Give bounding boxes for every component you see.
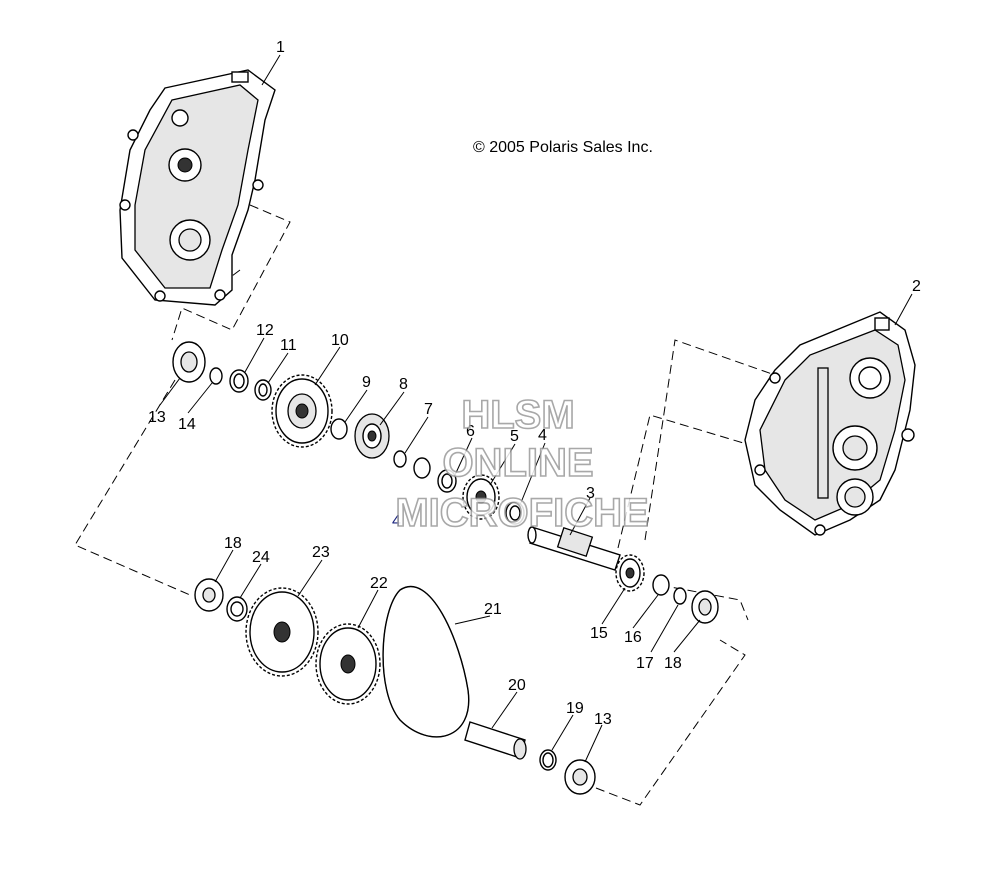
- watermark: HLSM ONLINE MICROFICHE: [395, 392, 650, 536]
- watermark-line-1: HLSM: [461, 393, 574, 437]
- callout-6: 6: [466, 423, 475, 440]
- callout-14: 14: [178, 416, 196, 433]
- bushing-6[interactable]: [437, 469, 457, 493]
- washer-24[interactable]: [226, 596, 248, 622]
- callout-3: 3: [586, 485, 595, 502]
- bearing-13-upper[interactable]: [172, 341, 206, 383]
- callout-22: 22: [370, 575, 388, 592]
- snap-ring-7[interactable]: [393, 450, 407, 468]
- callout-12: 12: [256, 322, 274, 339]
- gear-10[interactable]: [271, 374, 333, 448]
- callout-7: 7: [424, 401, 433, 418]
- callout-2: 2: [912, 278, 921, 295]
- callout-9: 9: [362, 374, 371, 391]
- callout-11: 11: [280, 337, 297, 354]
- callout-4-left: 4: [392, 513, 401, 530]
- gear-15[interactable]: [615, 554, 645, 592]
- washer-11[interactable]: [254, 379, 272, 401]
- callout-16: 16: [624, 629, 642, 646]
- leader-lines: [159, 54, 913, 763]
- sprocket-22[interactable]: [315, 623, 381, 705]
- copyright-notice: © 2005 Polaris Sales Inc.: [473, 139, 653, 156]
- callout-17: 17: [636, 655, 654, 672]
- callout-23: 23: [312, 544, 330, 561]
- sprocket-23[interactable]: [245, 587, 319, 677]
- shaft-3[interactable]: [527, 526, 621, 571]
- callout-4-right: 4: [538, 427, 547, 444]
- callout-20: 20: [508, 677, 526, 694]
- washer-9[interactable]: [330, 418, 348, 440]
- bearing-13-lower[interactable]: [564, 759, 596, 795]
- callout-10: 10: [331, 332, 349, 349]
- callout-15: 15: [590, 625, 608, 642]
- gearcase-cover-right[interactable]: [744, 311, 916, 536]
- watermark-line-3: MICROFICHE: [395, 491, 648, 535]
- shaft-20[interactable]: [464, 721, 527, 760]
- chain-21[interactable]: [382, 586, 470, 738]
- snap-ring-14[interactable]: [209, 367, 223, 385]
- watermark-line-2: ONLINE: [442, 441, 593, 485]
- gearcase-cover-left[interactable]: [119, 69, 276, 306]
- callout-13-lower: 13: [594, 711, 612, 728]
- callout-13-upper: 13: [148, 409, 166, 426]
- snap-ring-17[interactable]: [673, 587, 687, 605]
- callout-18-right: 18: [664, 655, 682, 672]
- gear-5[interactable]: [462, 474, 500, 520]
- assembly-guide-lines: [74, 204, 776, 806]
- washer-4-left[interactable]: [413, 457, 431, 479]
- washer-4-right[interactable]: [505, 501, 525, 525]
- callout-24: 24: [252, 549, 270, 566]
- washer-16[interactable]: [652, 574, 670, 596]
- bearing-18-left[interactable]: [194, 578, 224, 612]
- hub-8[interactable]: [354, 413, 390, 459]
- callout-1: 1: [276, 39, 285, 56]
- callout-8: 8: [399, 376, 408, 393]
- callout-19: 19: [566, 700, 584, 717]
- bearing-18-right[interactable]: [691, 590, 719, 624]
- washer-12[interactable]: [229, 369, 249, 393]
- callout-5: 5: [510, 428, 519, 445]
- callout-labels: 1 2 3 4 4 5 6 7 8 9 10 11 12 13 13 14 15…: [148, 39, 921, 728]
- callout-18-left: 18: [224, 535, 242, 552]
- callout-21: 21: [484, 601, 502, 618]
- snap-ring-19[interactable]: [539, 749, 557, 771]
